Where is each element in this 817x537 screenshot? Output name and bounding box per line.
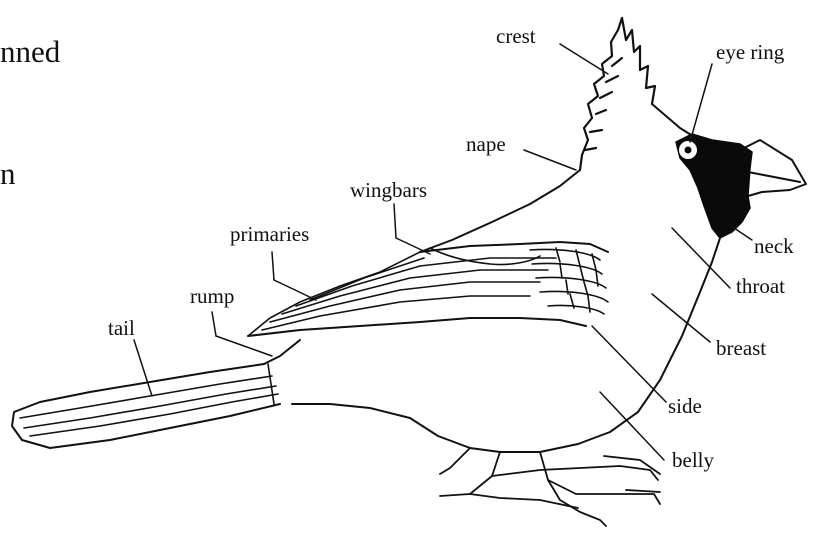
leader-primaries — [272, 252, 274, 280]
label-tail: tail — [108, 318, 135, 339]
label-belly: belly — [672, 450, 714, 471]
label-breast: breast — [716, 338, 766, 359]
wing-drawing — [248, 242, 608, 336]
label-neck: neck — [754, 236, 794, 257]
leader-crest — [560, 44, 608, 74]
leader-wingbars — [394, 204, 396, 238]
leader-nape — [524, 150, 576, 170]
leader-breast — [652, 294, 710, 342]
label-side: side — [668, 396, 702, 417]
leader-rump — [212, 312, 216, 336]
label-wingbars: wingbars — [350, 180, 427, 201]
body-outline — [264, 170, 720, 452]
leader-eye-ring — [690, 64, 712, 142]
crest-drawing — [580, 18, 655, 170]
leader-belly — [600, 392, 664, 460]
leader-rump-2 — [216, 336, 272, 356]
label-nape: nape — [466, 134, 506, 155]
leader-side — [592, 326, 666, 402]
leader-wingbars-2 — [396, 238, 430, 254]
leader-primaries-2 — [274, 280, 316, 300]
label-rump: rump — [190, 286, 234, 307]
leader-lines — [134, 44, 752, 460]
feet-drawing — [440, 448, 660, 526]
label-throat: throat — [736, 276, 785, 297]
label-crest: crest — [496, 26, 536, 47]
label-primaries: primaries — [230, 224, 309, 245]
label-eye-ring: eye ring — [716, 42, 784, 63]
leader-tail — [134, 340, 152, 396]
